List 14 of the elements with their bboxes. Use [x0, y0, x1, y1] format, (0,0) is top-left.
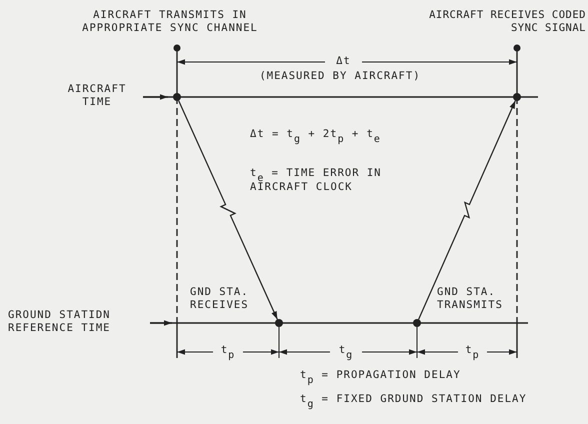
- axis-label: GROUND STATIDN REFERENCE TIME: [8, 309, 112, 335]
- event-dot: [173, 93, 181, 101]
- event-dot: [275, 319, 283, 327]
- event-label: GND STA. TRANSMITS: [437, 286, 504, 312]
- caption: (MEASURED BY AIRCRAFT): [258, 70, 422, 83]
- event-dot: [513, 93, 521, 101]
- event-label: GND STA. RECEIVES: [190, 286, 250, 312]
- axis-label: AIRCRAFT TIME: [66, 83, 128, 109]
- caption: AIRCRAFT RECEIVES CODED SYNC SIGNAL: [428, 9, 586, 35]
- event-dot: [413, 319, 421, 327]
- signal-arrow: [418, 100, 516, 320]
- signal-arrow: [178, 100, 278, 320]
- dimension-label: Δt: [335, 55, 352, 68]
- caption: AIRCRAFT TRANSMITS IN APPROPRIATE SYNC CHANNEL: [81, 9, 259, 35]
